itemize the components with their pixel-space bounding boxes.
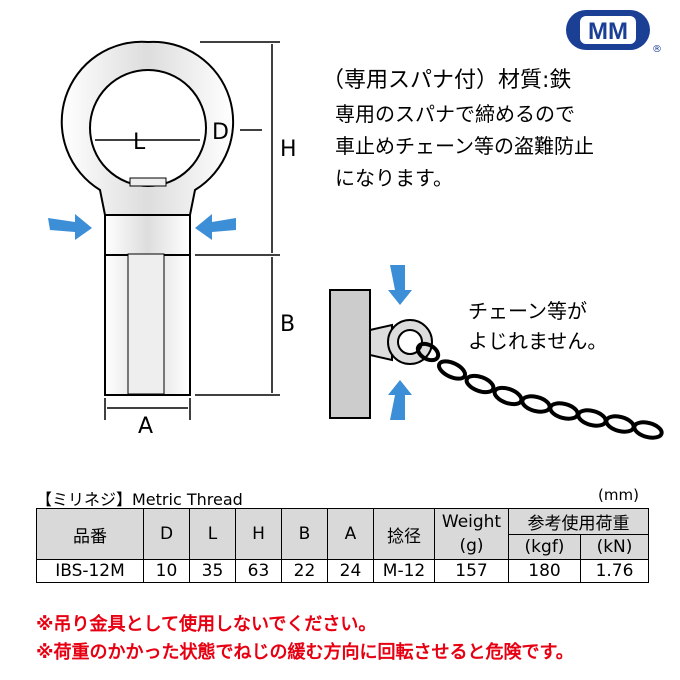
svg-text:MM: MM xyxy=(588,18,628,45)
header-H: H xyxy=(235,508,282,560)
description-line: 車止めチェーン等の盗難防止 xyxy=(335,134,594,158)
header-kgf: (kgf) xyxy=(508,534,581,560)
chain-note-line: チェーン等が xyxy=(468,299,587,323)
header-load: 参考使用荷重 xyxy=(508,508,649,535)
table-row: IBS-12M 10 35 63 22 24 M-12 157 180 1.76 xyxy=(36,559,649,583)
logo: MM ® xyxy=(566,10,662,55)
warning-note: ※吊り金具として使用しないでください。 xyxy=(36,614,377,635)
cell: 1.76 xyxy=(580,559,649,583)
description: 専用のスパナで締めるので 車止めチェーン等の盗難防止 になります。 xyxy=(335,98,594,194)
table-unit: (mm) xyxy=(598,486,639,504)
header-A: A xyxy=(327,508,374,560)
warning-note: ※荷重のかかった状態でねじの緩む方向に回転させると危険です。 xyxy=(36,642,574,663)
chain-note-line: よじれません。 xyxy=(468,329,608,353)
mounted-view xyxy=(329,289,664,440)
eye-bolt xyxy=(60,40,235,396)
cell: 24 xyxy=(327,559,374,583)
dim-B: B xyxy=(280,312,296,337)
dim-A: A xyxy=(138,414,154,439)
dim-H: H xyxy=(280,137,297,162)
header-L: L xyxy=(189,508,236,560)
svg-text:®: ® xyxy=(652,44,662,55)
cell: 157 xyxy=(434,559,509,583)
description-line: になります。 xyxy=(335,166,453,190)
weight-label: Weight xyxy=(441,512,502,532)
rotation-arrows xyxy=(48,214,412,420)
header-weight: Weight (g) xyxy=(434,508,509,560)
spec-table: 品番 D L H B A 捻径 Weight (g) 参考使用荷重 (kgf) (… xyxy=(36,508,649,583)
cell: 10 xyxy=(143,559,190,583)
table-caption: 【ミリネジ】Metric Thread xyxy=(36,490,243,509)
header-thread: 捻径 xyxy=(373,508,435,560)
cell: IBS-12M xyxy=(36,559,144,583)
cell: 22 xyxy=(281,559,328,583)
title: （専用スパナ付）材質:鉄 xyxy=(322,68,572,93)
cell: 35 xyxy=(189,559,236,583)
chain-note: チェーン等が よじれません。 xyxy=(468,296,607,356)
header-part-no: 品番 xyxy=(36,508,144,560)
cell: 180 xyxy=(508,559,581,583)
dim-L: L xyxy=(133,130,146,155)
dim-D: D xyxy=(212,120,229,145)
weight-unit: (g) xyxy=(459,536,484,556)
description-line: 専用のスパナで締めるので xyxy=(335,102,575,126)
cell: M-12 xyxy=(373,559,435,583)
header-kN: (kN) xyxy=(580,534,649,560)
cell: 63 xyxy=(235,559,282,583)
header-D: D xyxy=(143,508,190,560)
header-B: B xyxy=(281,508,328,560)
